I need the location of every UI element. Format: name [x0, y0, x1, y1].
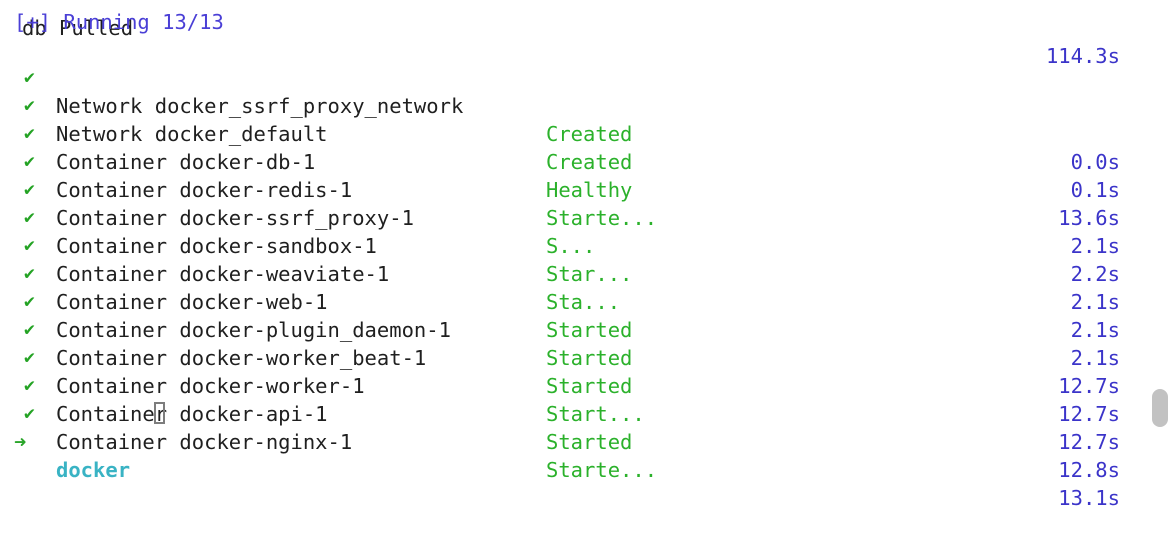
resource-name: Container docker-worker-1: [56, 374, 365, 398]
resource-name: Network docker_ssrf_proxy_network: [56, 94, 464, 118]
compose-row: ✔ Container docker-nginx-1 Starte... 13.…: [0, 372, 1120, 510]
compose-row: ✔ Container docker-web-1 Started 2.1s: [0, 232, 1120, 370]
compose-row: ✔ Container docker-worker_beat-1 Started…: [0, 288, 1120, 426]
compose-row: ✔ Container docker-db-1 Healthy 13.6s: [0, 92, 1120, 230]
resource-time: 13.6s: [1058, 206, 1120, 230]
prompt-arrow-icon: ➜: [14, 430, 27, 454]
compose-row: ✔ Container docker-ssrf_proxy-1 S... 2.2…: [0, 148, 1120, 286]
resource-name: Container docker-nginx-1: [56, 430, 353, 454]
compose-row: ✔ Container docker-worker-1 Start... 12.…: [0, 316, 1120, 454]
resource-time: 2.1s: [1070, 234, 1120, 258]
resource-status: Created: [546, 150, 633, 174]
check-icon: ✔: [24, 403, 35, 424]
check-icon: ✔: [24, 291, 35, 312]
check-icon: ✔: [24, 263, 35, 284]
resource-name: Container docker-ssrf_proxy-1: [56, 206, 414, 230]
resource-name: Container docker-db-1: [56, 150, 316, 174]
resource-name: Container docker-redis-1: [56, 178, 353, 202]
resource-status: S...: [546, 234, 596, 258]
resource-status: Start...: [546, 402, 645, 426]
text-cursor[interactable]: [154, 402, 165, 424]
resource-time: 12.8s: [1058, 458, 1120, 482]
compose-row: ✔ Container docker-api-1 Started 12.8s: [0, 344, 1120, 482]
resource-name: Container docker-web-1: [56, 290, 328, 314]
resource-time: 2.1s: [1070, 290, 1120, 314]
resource-status: Created: [546, 122, 633, 146]
shell-prompt[interactable]: ➜ docker: [0, 400, 1120, 482]
check-icon: ✔: [24, 95, 35, 116]
compose-row: ✔ Network docker_ssrf_proxy_network Crea…: [0, 36, 1120, 174]
resource-name: Container docker-sandbox-1: [56, 234, 377, 258]
resource-time: 0.0s: [1070, 150, 1120, 174]
resource-status: Started: [546, 346, 633, 370]
check-icon: ✔: [24, 375, 35, 396]
check-icon: ✔: [24, 179, 35, 200]
cut-off-previous-line: db Pulled 114.3s: [0, 0, 1120, 68]
resource-status: Sta...: [546, 290, 621, 314]
resource-name: Container docker-api-1: [56, 402, 328, 426]
check-icon: ✔: [24, 151, 35, 172]
resource-time: 0.1s: [1070, 178, 1120, 202]
compose-row: ✔ Container docker-redis-1 Starte... 2.1…: [0, 120, 1120, 258]
resource-time: 12.7s: [1058, 374, 1120, 398]
resource-name: Container docker-worker_beat-1: [56, 346, 427, 370]
resource-status: Healthy: [546, 178, 633, 202]
cut-off-line-time: 114.3s: [1045, 44, 1120, 68]
resource-time: 2.1s: [1070, 318, 1120, 342]
resource-status: Started: [546, 374, 633, 398]
resource-time: 12.7s: [1058, 402, 1120, 426]
compose-row: ✔ Network docker_default Created 0.1s: [0, 64, 1120, 202]
compose-row: ✔ Container docker-sandbox-1 Star... 2.1…: [0, 176, 1120, 314]
check-icon: ✔: [24, 207, 35, 228]
check-icon: ✔: [24, 235, 35, 256]
check-icon: ✔: [24, 319, 35, 340]
resource-time: 2.2s: [1070, 262, 1120, 286]
check-icon: ✔: [24, 347, 35, 368]
resource-time: 12.7s: [1058, 430, 1120, 454]
resource-status: Started: [546, 430, 633, 454]
resource-time: 13.1s: [1058, 486, 1120, 510]
running-status-line: [+] Running 13/13: [14, 10, 224, 34]
resource-time: 2.1s: [1070, 346, 1120, 370]
compose-row: ✔ Container docker-weaviate-1 Sta... 2.1…: [0, 204, 1120, 342]
compose-row: ✔ Container docker-plugin_daemon-1 Start…: [0, 260, 1120, 398]
check-icon: ✔: [24, 123, 35, 144]
terminal-output[interactable]: db Pulled 114.3s [+] Running 13/13 ✔ Net…: [0, 0, 1150, 510]
vertical-scrollbar-thumb[interactable]: [1152, 389, 1168, 427]
resource-status: Starte...: [546, 458, 658, 482]
cut-off-line-text: db Pulled: [22, 16, 134, 40]
check-icon: ✔: [24, 67, 35, 88]
resource-name: Network docker_default: [56, 122, 328, 146]
resource-name: Container docker-weaviate-1: [56, 262, 390, 286]
resource-name: Container docker-plugin_daemon-1: [56, 318, 451, 342]
resource-status: Started: [546, 318, 633, 342]
resource-status: Star...: [546, 262, 633, 286]
prompt-directory: docker: [56, 458, 131, 482]
resource-status: Starte...: [546, 206, 658, 230]
